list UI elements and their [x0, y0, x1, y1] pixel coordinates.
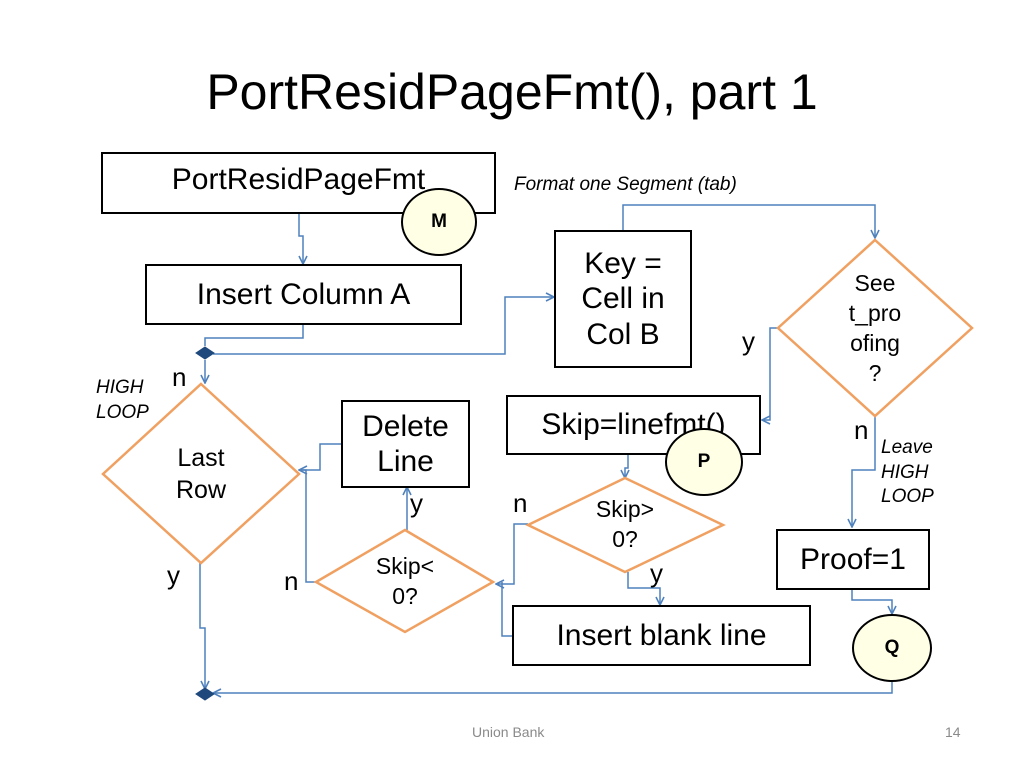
skip-linefmt-box: Skip=linefmt(): [506, 395, 761, 455]
flow-insert-blank-to-skip-lt: [501, 582, 512, 637]
proof-box: Proof=1: [776, 529, 930, 590]
flow-skip-to-skip-gt: [625, 455, 628, 478]
skip-gt-n-label: n: [513, 488, 528, 518]
footer-center: Union Bank: [472, 724, 545, 740]
skip-lt-0-diamond: [313, 528, 496, 634]
insert-blank-line-box: Insert blank line: [512, 605, 811, 666]
flow-delete-to-last-row: [299, 443, 342, 471]
skip-lt-0-text: Skip< 0?: [375, 553, 435, 609]
key-cell-box: Key = Cell in Col B: [554, 230, 692, 368]
insert-column-a-box: Insert Column A: [145, 264, 462, 325]
slide-title: PortResidPageFmt(), part 1: [206, 64, 818, 120]
skip-gt-y-label: y: [650, 558, 663, 588]
last-row-y-label: y: [167, 560, 180, 590]
flow-skip-lt-no-to-last-row: [299, 470, 316, 583]
leave-high-loop-note: Leave HIGH LOOP: [881, 437, 934, 508]
flow-skip-gt-no-to-skip-lt: [496, 523, 528, 584]
connector-m: M: [401, 188, 477, 256]
connector-p: P: [665, 428, 743, 496]
merge-node-bottom: [195, 687, 215, 701]
merge-node-top: [195, 346, 215, 360]
format-segment-note: Format one Segment (tab): [514, 174, 737, 195]
last-row-text: Last Row: [175, 443, 226, 505]
last-row-diamond: [101, 382, 301, 565]
skip-gt-0-diamond: [525, 476, 726, 574]
last-row-n-label: n: [172, 362, 187, 392]
skip-gt-0-text: Skip> 0?: [595, 496, 655, 552]
see-proofing-text: See t_pro ofing ?: [848, 270, 902, 386]
flow-skip-gt-yes-to-insert-blank: [627, 572, 660, 605]
skip-lt-y-label: y: [410, 488, 423, 518]
flow-proofing-no-to-proof: [852, 416, 876, 527]
see-proofing-diamond: [776, 238, 974, 418]
flow-last-row-yes-down: [199, 563, 205, 689]
flow-q-to-merge: [213, 680, 893, 693]
flow-start-to-insert-column: [298, 213, 303, 264]
page-number: 14: [945, 724, 961, 740]
flow-key-to-proofing: [622, 204, 875, 238]
delete-line-box: Delete Line: [341, 400, 470, 488]
flow-last-row-no-to-key: [213, 297, 554, 355]
flow-insert-column-to-merge: [204, 324, 304, 346]
see-proofing-y-label: y: [742, 326, 755, 356]
high-loop-note: HIGH LOOP: [96, 377, 149, 423]
flow-proof-to-q: [851, 590, 892, 614]
flow-proofing-yes-to-skip: [762, 327, 778, 420]
see-proofing-n-label: n: [854, 415, 869, 445]
skip-lt-n-label: n: [284, 566, 299, 596]
connector-q: Q: [852, 614, 932, 682]
